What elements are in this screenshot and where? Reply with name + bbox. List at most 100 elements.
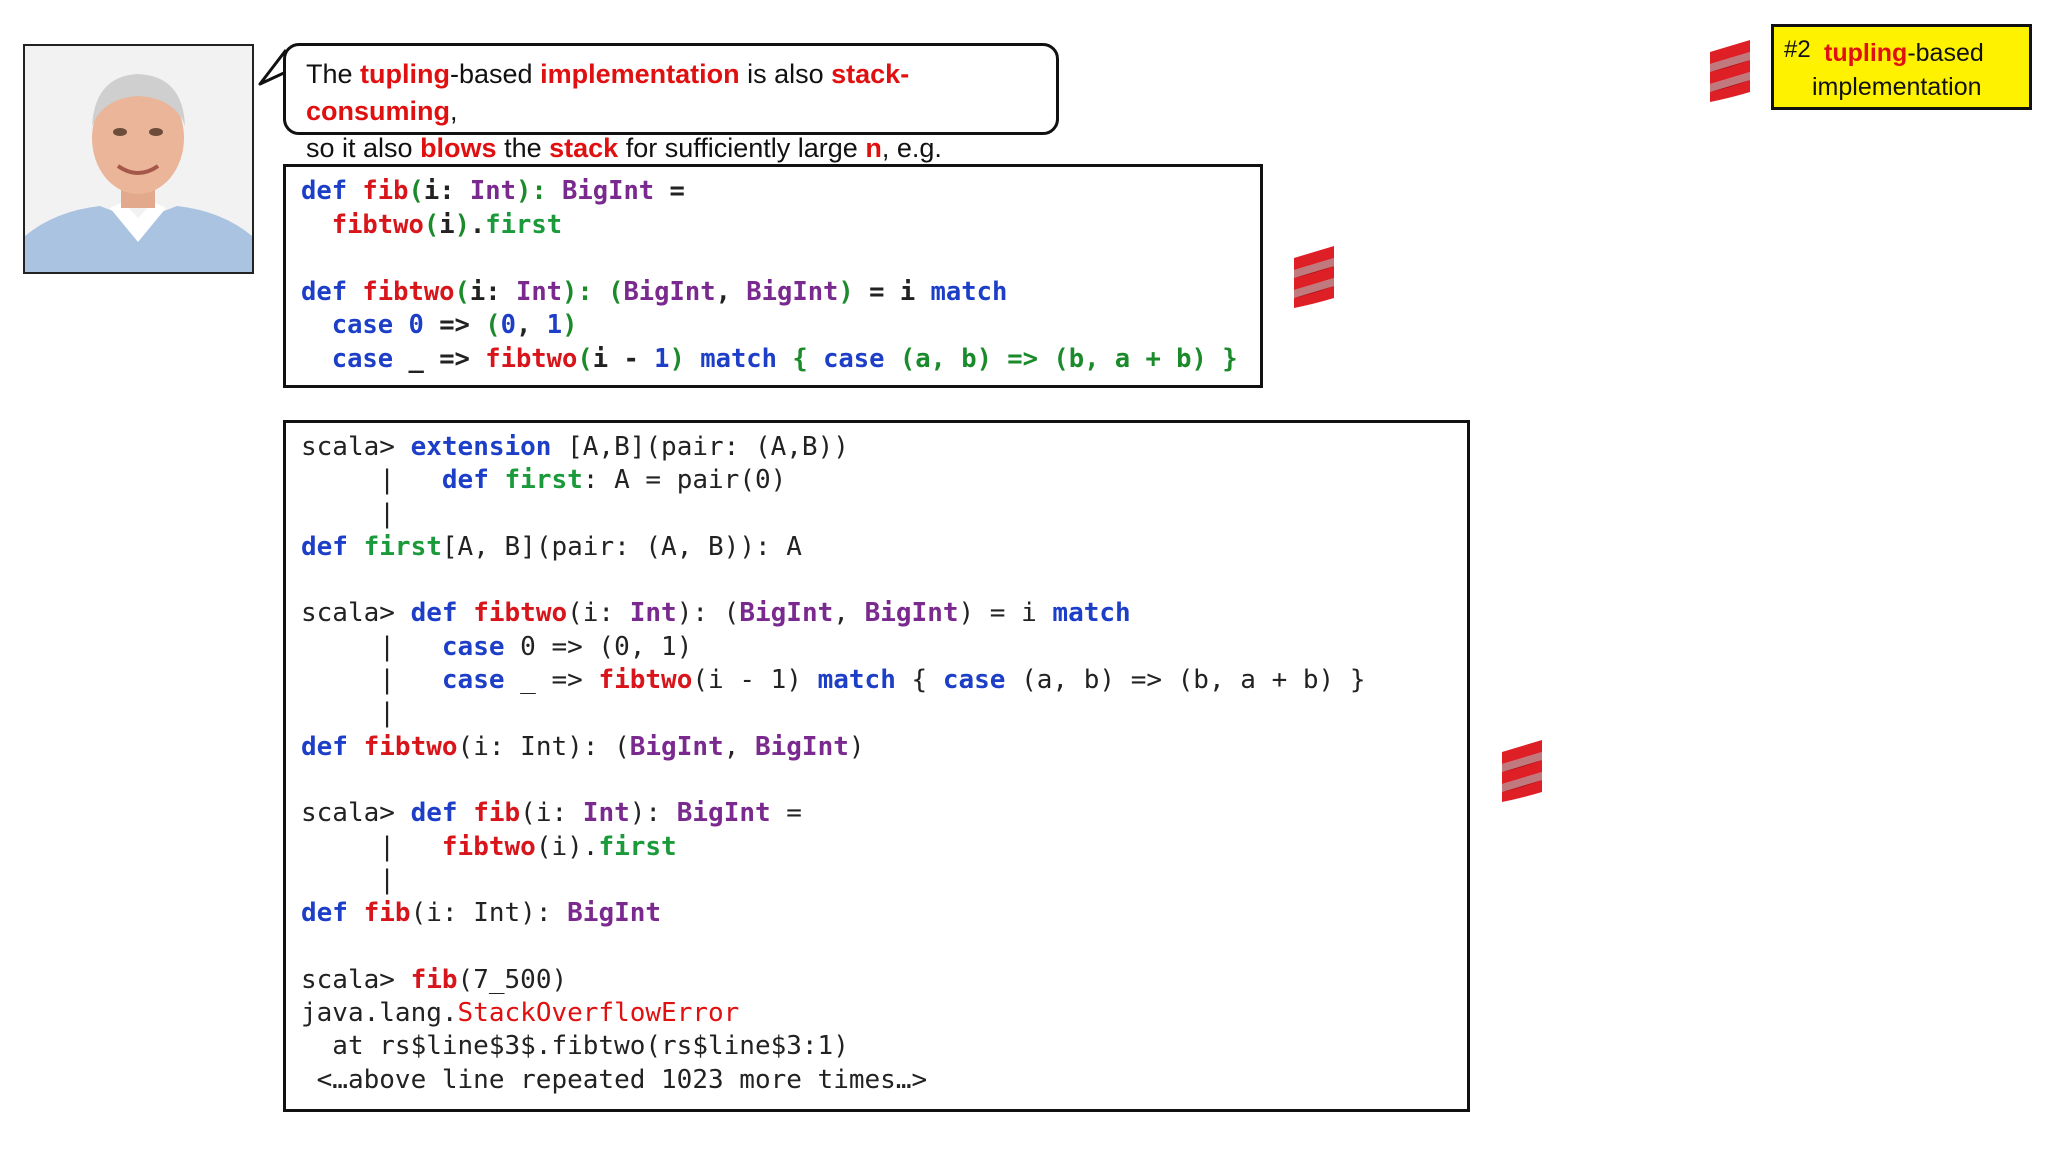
code-token: ) = i	[958, 598, 1053, 629]
code-token: fibtwo	[363, 731, 458, 762]
code-token: (	[577, 343, 593, 374]
code-token: fibtwo	[473, 598, 568, 629]
code-token: ,	[515, 310, 547, 340]
presenter-photo	[23, 44, 254, 274]
bubble-line-1: The tupling-based implementation is also…	[306, 56, 1038, 130]
code-token: match	[930, 276, 1008, 307]
code-token: ):	[515, 176, 563, 206]
code-token: |	[301, 498, 395, 529]
code-token: |	[301, 465, 442, 496]
code-line: |	[301, 864, 1467, 897]
code-token: .	[469, 209, 486, 240]
code-token: case	[823, 343, 885, 374]
code-token: at rs$line$3$.fibtwo(rs$line$3:1)	[301, 1031, 849, 1062]
code-block-definitions: def fib(i: Int): BigInt = fibtwo(i).firs…	[283, 164, 1263, 388]
code-token: def	[301, 531, 364, 562]
code-token: |	[301, 831, 442, 862]
code-token: scala>	[301, 432, 411, 462]
code-line: | fibtwo(i).first	[301, 831, 1467, 864]
code-token: java.lang.	[301, 998, 458, 1029]
code-line: def fibtwo(i: Int): (BigInt, BigInt)	[301, 731, 1467, 764]
code-token: (i:	[520, 798, 583, 829]
code-block-repl-session: scala> extension [A,B](pair: (A,B)) | de…	[283, 420, 1470, 1112]
code-token: (i:	[567, 598, 630, 629]
code-line	[301, 764, 1467, 797]
code-token: BigInt	[676, 798, 771, 829]
code-token: scala>	[301, 598, 411, 629]
code-token: def	[301, 176, 363, 206]
code-token: 0 => (0, 1)	[504, 631, 693, 662]
code-token: Int	[469, 176, 516, 206]
code-token: )	[562, 310, 578, 340]
code-token: first	[598, 831, 677, 862]
code-token: BigInt	[739, 598, 834, 629]
code-token	[301, 344, 332, 374]
code-token: |	[301, 864, 395, 895]
code-token: (a, b) => (b, a + b) }	[884, 343, 1238, 374]
code-line: def fibtwo(i: Int): (BigInt, BigInt) = i…	[301, 276, 1260, 310]
code-token: (i).	[535, 831, 599, 862]
code-token: ,	[715, 276, 747, 307]
code-token: case	[441, 631, 505, 662]
bubble-text-segment: stack-consuming	[306, 59, 910, 126]
code-token: BigInt	[754, 731, 849, 762]
code-line: def first[A, B](pair: (A, B)): A	[301, 531, 1467, 564]
code-token: 0	[500, 310, 516, 340]
code-token: def	[301, 898, 364, 929]
code-line: scala> def fibtwo(i: Int): (BigInt, BigI…	[301, 597, 1467, 630]
code-token: {	[777, 343, 824, 374]
code-token: def	[301, 731, 364, 762]
code-token: case	[441, 665, 505, 696]
bubble-text-segment: is also	[739, 59, 832, 89]
code-token: _ =>	[408, 343, 486, 374]
code-token: BigInt	[864, 598, 959, 629]
code-token: (i - 1)	[692, 665, 818, 696]
code-token: first	[363, 531, 442, 562]
code-token: match	[1052, 598, 1131, 629]
code-token: |	[301, 631, 442, 662]
code-line	[301, 930, 1467, 963]
code-token: |	[301, 698, 395, 729]
code-token: fibtwo	[331, 209, 424, 240]
code-token: {	[895, 665, 943, 696]
code-token: = i	[853, 276, 931, 307]
bubble-text-segment: implementation	[540, 59, 740, 89]
scala-logo-icon	[1294, 246, 1334, 308]
bubble-line-2: so it also blows the stack for sufficien…	[306, 130, 1038, 167]
code-token: 0	[408, 310, 424, 340]
code-token: (i: Int):	[410, 898, 568, 929]
code-token: first	[485, 209, 563, 240]
code-line: |	[301, 697, 1467, 730]
bubble-text-segment: the	[496, 133, 550, 163]
bubble-text-segment: n	[865, 133, 882, 163]
code-token: (	[423, 209, 440, 240]
code-line: scala> extension [A,B](pair: (A,B))	[301, 431, 1467, 464]
bubble-text-segment: tupling	[360, 59, 450, 89]
code-token: ,	[723, 731, 755, 762]
code-token: fib	[363, 898, 411, 929]
code-line: java.lang.StackOverflowError	[301, 997, 1467, 1030]
code-token: case	[331, 310, 409, 340]
scala-logo-icon	[1502, 740, 1542, 802]
code-token: Int	[629, 598, 677, 629]
code-token: [A, B](pair: (A, B)): A	[441, 531, 802, 562]
code-token: i	[439, 209, 455, 240]
code-token: match	[700, 343, 777, 374]
code-token: def	[301, 276, 363, 307]
code-token: ): (	[676, 598, 740, 629]
bubble-text-segment: ,	[450, 96, 458, 126]
code-token: fib	[473, 798, 521, 829]
code-token: =	[654, 176, 685, 206]
code-token: )	[848, 731, 865, 762]
code-token: match	[817, 665, 896, 696]
code-token: BigInt	[567, 898, 662, 929]
code-token: |	[301, 665, 442, 696]
code-token: BigInt	[623, 276, 716, 307]
code-token: BigInt	[629, 731, 724, 762]
code-token: =	[770, 798, 802, 829]
code-token: ): (	[562, 276, 624, 307]
code-token: scala>	[301, 964, 411, 995]
code-token: StackOverflowError	[457, 998, 740, 1029]
code-token: Int	[515, 276, 563, 307]
code-token: BigInt	[746, 276, 839, 307]
